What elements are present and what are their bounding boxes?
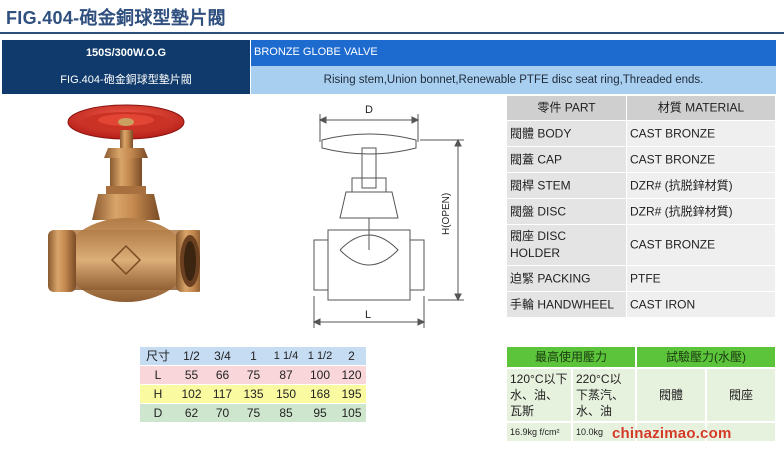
size-value: 70 [215,406,230,420]
test-seat-value [707,423,775,441]
size-value: 135 [243,387,264,401]
material-name: PTFE [630,271,661,285]
test-seat-label: 閥座 [707,369,775,421]
size-label: 尺寸 [145,349,170,363]
max-pressure-header: 最高使用壓力 [507,347,635,367]
condition-low-temp: 120°C以下水、油、瓦斯 [507,369,571,421]
size-column: 2 [348,349,355,363]
part-name: 閥體 BODY [510,126,572,140]
size-value: 120 [341,368,362,382]
size-value: 66 [215,368,230,382]
material-name: DZR# (抗脱鋅材質) [630,178,733,192]
valve-photo [48,104,200,302]
size-value: 195 [341,387,362,401]
size-row-l: L 55 66 75 87 100 120 [140,366,366,384]
size-row-d: D 62 70 75 85 95 105 [140,404,366,422]
material-name: CAST BRONZE [630,126,716,140]
material-row: 閥體 BODY CAST BRONZE [507,121,775,146]
size-value: 102 [181,387,202,401]
size-value: 87 [279,368,293,382]
material-row: 閥桿 STEM DZR# (抗脱鋅材質) [507,173,775,198]
material-row: 迫緊 PACKING PTFE [507,266,775,291]
dimension-d-label: D [365,104,373,116]
watermark: chinazimao.com [612,425,732,442]
size-value: 117 [212,387,233,401]
material-row: 閥盤 DISC DZR# (抗脱鋅材質) [507,199,775,224]
title-divider [0,32,784,34]
test-body-label: 閥體 [637,369,705,421]
product-name: BRONZE GLOBE VALVE [254,46,378,58]
row-label: H [153,387,163,401]
material-table-header: 零件 PART 材質 MATERIAL [507,96,775,120]
part-name: 閥盤 DISC [510,204,567,218]
size-value: 150 [275,387,297,401]
size-table-header: 尺寸 1/2 3/4 1 1 1/4 1 1/2 2 [140,347,366,365]
size-column: 1 1/2 [307,350,333,362]
dimension-h-label: H(OPEN) [441,193,452,235]
header-rating-block: 150S/300W.O.G FIG.404-砲金銅球型墊片閥 [2,40,250,94]
size-column: 1/2 [183,349,200,363]
row-label: D [153,406,163,420]
size-value: 55 [184,368,199,382]
part-name: 閥桿 STEM [510,178,571,192]
part-name: 手輪 HANDWHEEL [510,297,615,311]
part-name: 迫緊 PACKING [510,271,591,285]
row-label: L [154,368,162,382]
part-name: 閥座 DISC HOLDER [510,229,567,260]
test-body-value [637,423,705,441]
size-column: 3/4 [214,349,231,363]
material-column-header: 材質 MATERIAL [657,100,745,115]
size-value: 105 [341,406,362,420]
material-row: 閥蓋 CAP CAST BRONZE [507,147,775,172]
pressure-value-high: 10.0kg [573,423,635,441]
condition-high-temp: 220°C以下蒸汽、水、油 [573,369,635,421]
page-title: FIG.404-砲金銅球型墊片閥 [6,8,226,28]
features-bar: Rising stem,Union bonnet,Renewable PTFE … [251,66,776,94]
figure-name: FIG.404-砲金銅球型墊片閥 [60,74,192,86]
material-name: DZR# (抗脱鋅材質) [630,204,733,218]
size-value: 100 [309,368,331,382]
size-column: 1 1/4 [273,350,299,362]
size-row-h: H 102 117 135 150 168 195 [140,385,366,403]
product-name-bar: BRONZE GLOBE VALVE [251,40,776,66]
part-column-header: 零件 PART [537,100,596,115]
dimension-l-label: L [365,309,371,321]
product-features: Rising stem,Union bonnet,Renewable PTFE … [323,74,704,86]
material-row: 手輪 HANDWHEEL CAST IRON [507,292,775,317]
size-value: 95 [313,406,327,420]
size-value: 168 [309,387,331,401]
size-value: 85 [279,406,293,420]
size-value: 75 [246,368,261,382]
test-pressure-header: 試驗壓力(水壓) [637,347,775,367]
valve-drawing: D L H(OPEN) [312,104,464,328]
pressure-value-low: 16.9kg f/cm² [507,423,571,441]
size-value: 62 [184,406,199,420]
material-row: 閥座 DISC HOLDER CAST BRONZE [507,225,775,265]
material-name: CAST BRONZE [630,237,716,252]
size-value: 75 [246,406,261,420]
size-column: 1 [250,349,257,363]
part-name: 閥蓋 CAP [510,152,563,166]
material-name: CAST IRON [630,297,696,311]
pressure-rating: 150S/300W.O.G [85,47,167,59]
material-name: CAST BRONZE [630,152,716,166]
